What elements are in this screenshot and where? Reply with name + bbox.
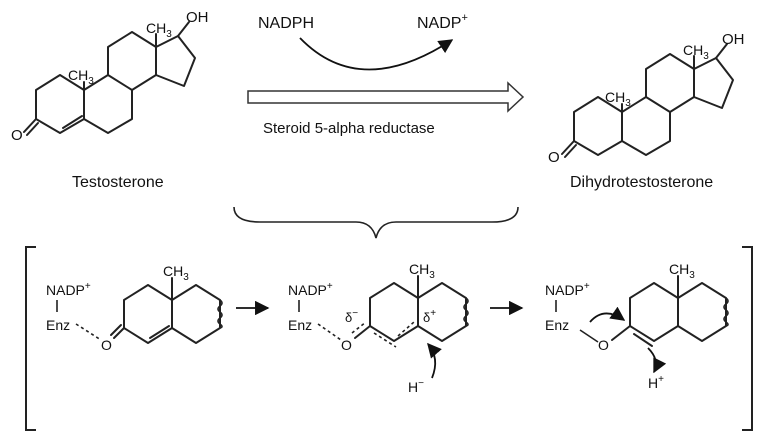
svg-text:NADP+: NADP+ — [417, 12, 468, 32]
steroid-fragment-1 — [110, 277, 223, 344]
methyl-label: CH — [146, 20, 166, 36]
methyl-label: CH — [68, 67, 88, 83]
proton-charge: + — [658, 374, 664, 385]
reaction-arrow — [247, 81, 525, 113]
oxygen-label: O — [101, 337, 112, 353]
curly-brace — [233, 206, 519, 239]
methyl-subscript: 3 — [625, 98, 631, 109]
nadp-label: NADP — [417, 15, 461, 32]
nadp-charge: + — [327, 281, 333, 292]
proton-arrow — [647, 347, 667, 374]
nadp-label: NADP — [46, 282, 85, 298]
left-bracket — [25, 246, 36, 431]
carbonyl-oxygen: O — [548, 149, 560, 166]
hydride-label: H — [408, 379, 418, 395]
methyl-label: CH — [409, 261, 429, 277]
carbonyl-oxygen: O — [11, 127, 23, 144]
nadph-label: NADPH — [258, 15, 314, 32]
steroid-fragment-3 — [611, 275, 729, 347]
svg-text:CH3: CH3 — [163, 263, 189, 283]
delta-minus: − — [352, 308, 358, 319]
oxygen-label: O — [598, 337, 609, 353]
methyl-label: CH — [683, 42, 703, 58]
hydride-charge: − — [418, 378, 424, 389]
dihydrotestosterone-structure — [561, 43, 734, 158]
hydroxyl-label: OH — [186, 9, 209, 26]
oxygen-label: O — [341, 337, 352, 353]
methyl-subscript: 3 — [183, 272, 189, 283]
svg-text:CH3: CH3 — [146, 20, 172, 40]
methyl-subscript: 3 — [166, 29, 172, 40]
methyl-label: CH — [163, 263, 183, 279]
svg-text:δ+: δ+ — [423, 308, 436, 325]
methyl-label: CH — [669, 261, 689, 277]
dihydrotestosterone-label: Dihydrotestosterone — [570, 174, 713, 191]
nadp-charge: + — [461, 12, 467, 24]
svg-text:CH3: CH3 — [68, 67, 94, 87]
nadp-label: NADP — [545, 282, 584, 298]
proton-label: H — [648, 375, 658, 391]
steroid-fragment-2 — [351, 275, 469, 348]
cofactor-arc-arrow — [299, 37, 454, 71]
delta-symbol: δ — [423, 310, 430, 325]
svg-text:NADP+: NADP+ — [545, 281, 590, 298]
methyl-subscript: 3 — [689, 270, 695, 281]
nadp-charge: + — [85, 281, 91, 292]
methyl-subscript: 3 — [88, 76, 94, 87]
delta-plus: + — [430, 308, 436, 319]
methyl-subscript: 3 — [703, 51, 709, 62]
methyl-label: CH — [605, 89, 625, 105]
svg-text:δ−: δ− — [345, 308, 358, 325]
enzyme-label: Steroid 5-alpha reductase — [263, 120, 435, 137]
nadp-charge: + — [584, 281, 590, 292]
enz-label: Enz — [46, 317, 70, 333]
svg-text:CH3: CH3 — [683, 42, 709, 62]
delta-symbol: δ — [345, 310, 352, 325]
enz-label: Enz — [545, 317, 569, 333]
svg-text:CH3: CH3 — [409, 261, 435, 281]
svg-text:NADP+: NADP+ — [46, 281, 91, 298]
svg-text:CH3: CH3 — [605, 89, 631, 109]
svg-text:NADP+: NADP+ — [288, 281, 333, 298]
svg-text:H−: H− — [408, 378, 424, 395]
svg-text:H+: H+ — [648, 374, 664, 391]
right-bracket — [742, 246, 753, 431]
svg-text:CH3: CH3 — [669, 261, 695, 281]
electron-arrow — [589, 306, 626, 323]
testosterone-structure — [23, 21, 196, 136]
methyl-subscript: 3 — [429, 270, 435, 281]
hydroxyl-label: OH — [722, 31, 745, 48]
nadp-label: NADP — [288, 282, 327, 298]
testosterone-label: Testosterone — [72, 174, 164, 191]
hydride-arrow — [427, 342, 442, 379]
enz-label: Enz — [288, 317, 312, 333]
